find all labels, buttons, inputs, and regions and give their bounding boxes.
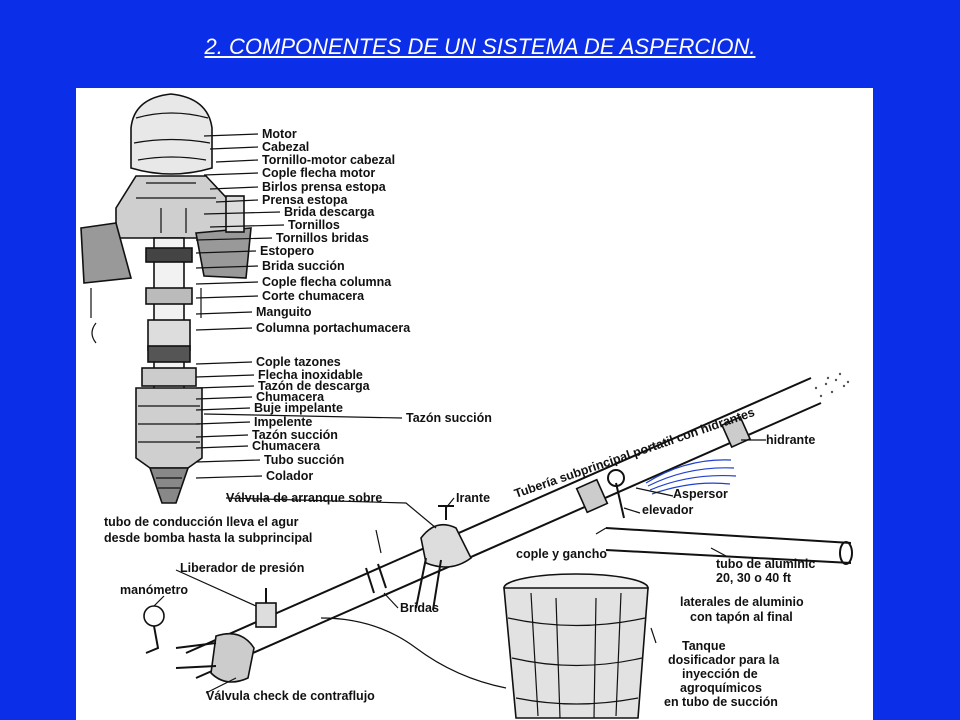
irrigation-system [143,372,853,719]
pump-leader-line [195,374,255,378]
pump-leader-line [203,172,259,176]
label-tornillos: Tornillos [288,218,340,232]
diagram-figure: Motor Cabezal Tornillo-motor cabezal Cop… [76,88,873,720]
pump-leader-lines [195,133,403,479]
pump-leader-line [195,459,261,463]
label-prensa-estopa: Prensa estopa [262,193,349,207]
pump-leader-line [195,396,253,400]
slide-title: 2. COMPONENTES DE UN SISTEMA DE ASPERCIO… [204,34,756,59]
label-manometro: manómetro [120,583,188,597]
pump-leader-line [195,361,253,365]
label-corte-chumacera: Corte chumacera [262,289,365,303]
pressure-relief-valve [255,602,277,628]
label-columna-portachumacera: Columna portachumacera [256,321,411,335]
label-cople-tazones: Cople tazones [256,355,341,369]
sprinkler-system-diagram: Motor Cabezal Tornillo-motor cabezal Cop… [80,93,853,719]
label-tanque-4: agroquímicos [680,681,762,695]
pump-leader-line [203,211,281,215]
pump-leader-line [195,250,257,254]
label-colador: Colador [266,469,313,483]
label-flecha-inoxidable: Flecha inoxidable [258,368,363,382]
label-tubo-succion: Tubo succión [264,453,344,467]
label-tazon-succion-right: Tazón succión [406,411,492,425]
injection-tank [503,573,649,719]
label-buje-impelante: Buje impelante [254,401,343,415]
hydrant-spray-dots [814,372,850,398]
injection-hose [320,617,507,689]
elevator-riser [615,482,625,519]
label-cople-flecha-motor: Cople flecha motor [262,166,375,180]
pump-leader-line [203,133,259,137]
pump-leader-line [203,413,403,419]
label-tanque-5: en tubo de succión [664,695,778,709]
manometer-gauge [143,605,165,627]
concrete-base-left [80,222,133,284]
pump-assembly [80,93,252,504]
pump-leader-line [195,421,251,425]
label-brida-descarga: Brida descarga [284,205,375,219]
sprinkler-spray [645,459,737,495]
pump-leader-line [209,146,259,150]
label-tanque-1: Tanque [682,639,726,653]
cabezal-drawing [115,175,237,239]
label-cabezal: Cabezal [262,140,309,154]
label-tazon-descarga: Tazón de descarga [258,379,371,393]
label-tornillo-motor-cabezal: Tornillo-motor cabezal [262,153,395,167]
label-irante: Irante [456,491,490,505]
pump-leader-line [195,281,259,285]
label-chumacera-2: Chumacera [252,439,321,453]
pump-leader-line [195,445,249,449]
check-valve [210,632,255,683]
label-tanque-3: inyección de [682,667,758,681]
label-bridas: Bridas [400,601,439,615]
label-laterales-2: con tapón al final [690,610,793,624]
label-valvula-arranque: Válvula de arranque sobre [226,491,382,505]
label-tazon-succion: Tazón succión [252,428,338,442]
strainer-drawing [148,467,190,504]
motor-drawing [130,93,213,175]
system-leader-lines [153,439,766,694]
label-birlos-prensa-estopa: Birlos prensa estopa [262,180,387,194]
label-tubo-aluminio-1: tubo de aluminic [716,557,815,571]
label-tanque-2: dosificador para la [668,653,780,667]
label-tornillos-bridas: Tornillos bridas [276,231,369,245]
pump-leader-line [195,327,253,331]
pump-leader-line [195,434,249,438]
pump-leader-line [195,265,259,269]
label-impelente: Impelente [254,415,312,429]
label-brida-succion: Brida succión [262,259,345,273]
pump-leader-line [195,295,259,299]
label-tubo-aluminio-2: 20, 30 o 40 ft [716,571,792,585]
aluminium-lateral-pipe [605,527,852,564]
label-motor: Motor [262,127,297,141]
pump-leader-line [209,224,285,228]
label-tubo-conduccion-1: tubo de conducción lleva el agur [104,515,299,529]
label-estopero: Estopero [260,244,315,258]
label-hidrante: hidrante [766,433,815,447]
pump-leader-line [195,237,273,241]
subprincipal-pipe [185,377,822,679]
pump-leader-line [195,385,255,389]
label-liberador: Liberador de presión [180,561,304,575]
label-tubo-conduccion-2: desde bomba hasta la subprincipal [104,531,312,545]
pump-leader-line [195,475,263,479]
label-elevador: elevador [642,503,694,517]
label-cople-gancho: cople y gancho [516,547,607,561]
label-cople-flecha-columna: Cople flecha columna [262,275,392,289]
label-chumacera-1: Chumacera [256,390,325,404]
label-aspersor: Aspersor [673,487,728,501]
label-valvula-check: Válvula check de contraflujo [206,689,375,703]
pump-labels: Motor Cabezal Tornillo-motor cabezal Cop… [252,127,492,483]
pump-leader-line [215,199,259,203]
pump-bowls [135,387,203,469]
pump-leader-line [215,159,259,163]
pump-leader-line [209,186,259,190]
start-valve [420,523,473,568]
label-manguito: Manguito [256,305,312,319]
pump-leader-line [195,407,251,411]
pump-leader-line [195,311,253,315]
label-laterales-1: laterales de aluminio [680,595,804,609]
